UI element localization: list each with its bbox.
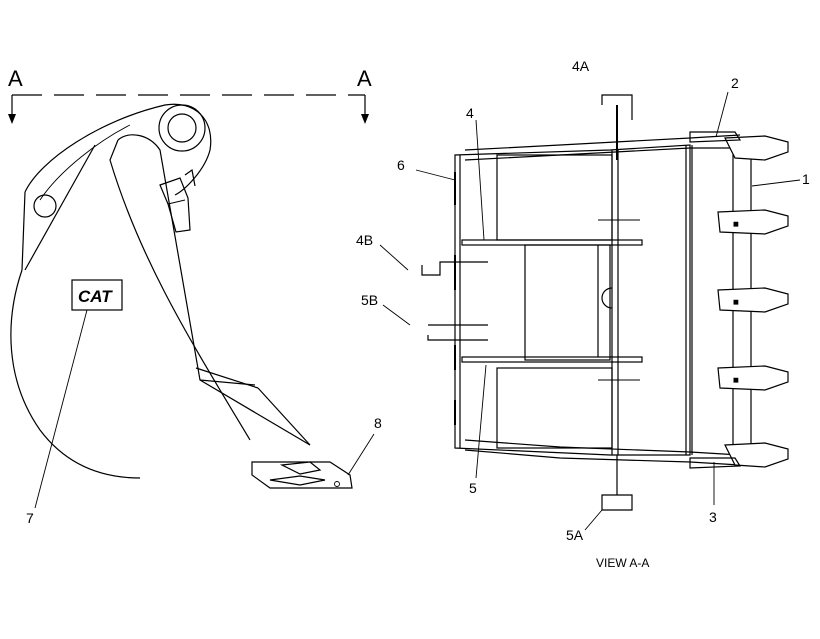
section-mark-right: A [357,66,372,91]
tooth-2: ◼ [717,209,789,235]
callout-5a: 5A [566,527,584,543]
bucket-side-view: CAT [10,103,353,489]
svg-text:◼: ◼ [733,377,739,384]
callout-4a: 4A [572,58,590,74]
section-marker-5a [584,455,633,531]
callout-5: 5 [469,480,477,496]
callout-3: 3 [709,509,717,525]
callout-4b: 4B [356,232,373,248]
callout-4: 4 [466,105,474,121]
leader-lines-side [34,309,375,509]
bucket-top-view: ◼ ◼ ◼ [454,131,789,469]
svg-text:◼: ◼ [733,299,739,306]
cat-logo-text: CAT [78,287,113,306]
tooth-3: ◼ [717,287,789,313]
section-marker-4b [379,244,488,276]
section-mark-left: A [8,66,23,91]
tooth-1 [724,135,789,161]
svg-text:◼: ◼ [733,221,739,228]
callout-8: 8 [374,415,382,431]
callout-2: 2 [731,75,739,91]
tooth-5 [724,442,789,468]
view-caption: VIEW A-A [596,556,649,570]
section-marker-5b [382,304,488,341]
section-line-a-a [8,94,369,124]
section-marker-4a [601,94,633,160]
callout-7: 7 [26,510,34,526]
callout-5b: 5B [361,292,378,308]
leader-lines-top [415,91,801,505]
tooth-4: ◼ [717,365,789,391]
callout-1: 1 [802,171,810,187]
callout-6: 6 [397,157,405,173]
